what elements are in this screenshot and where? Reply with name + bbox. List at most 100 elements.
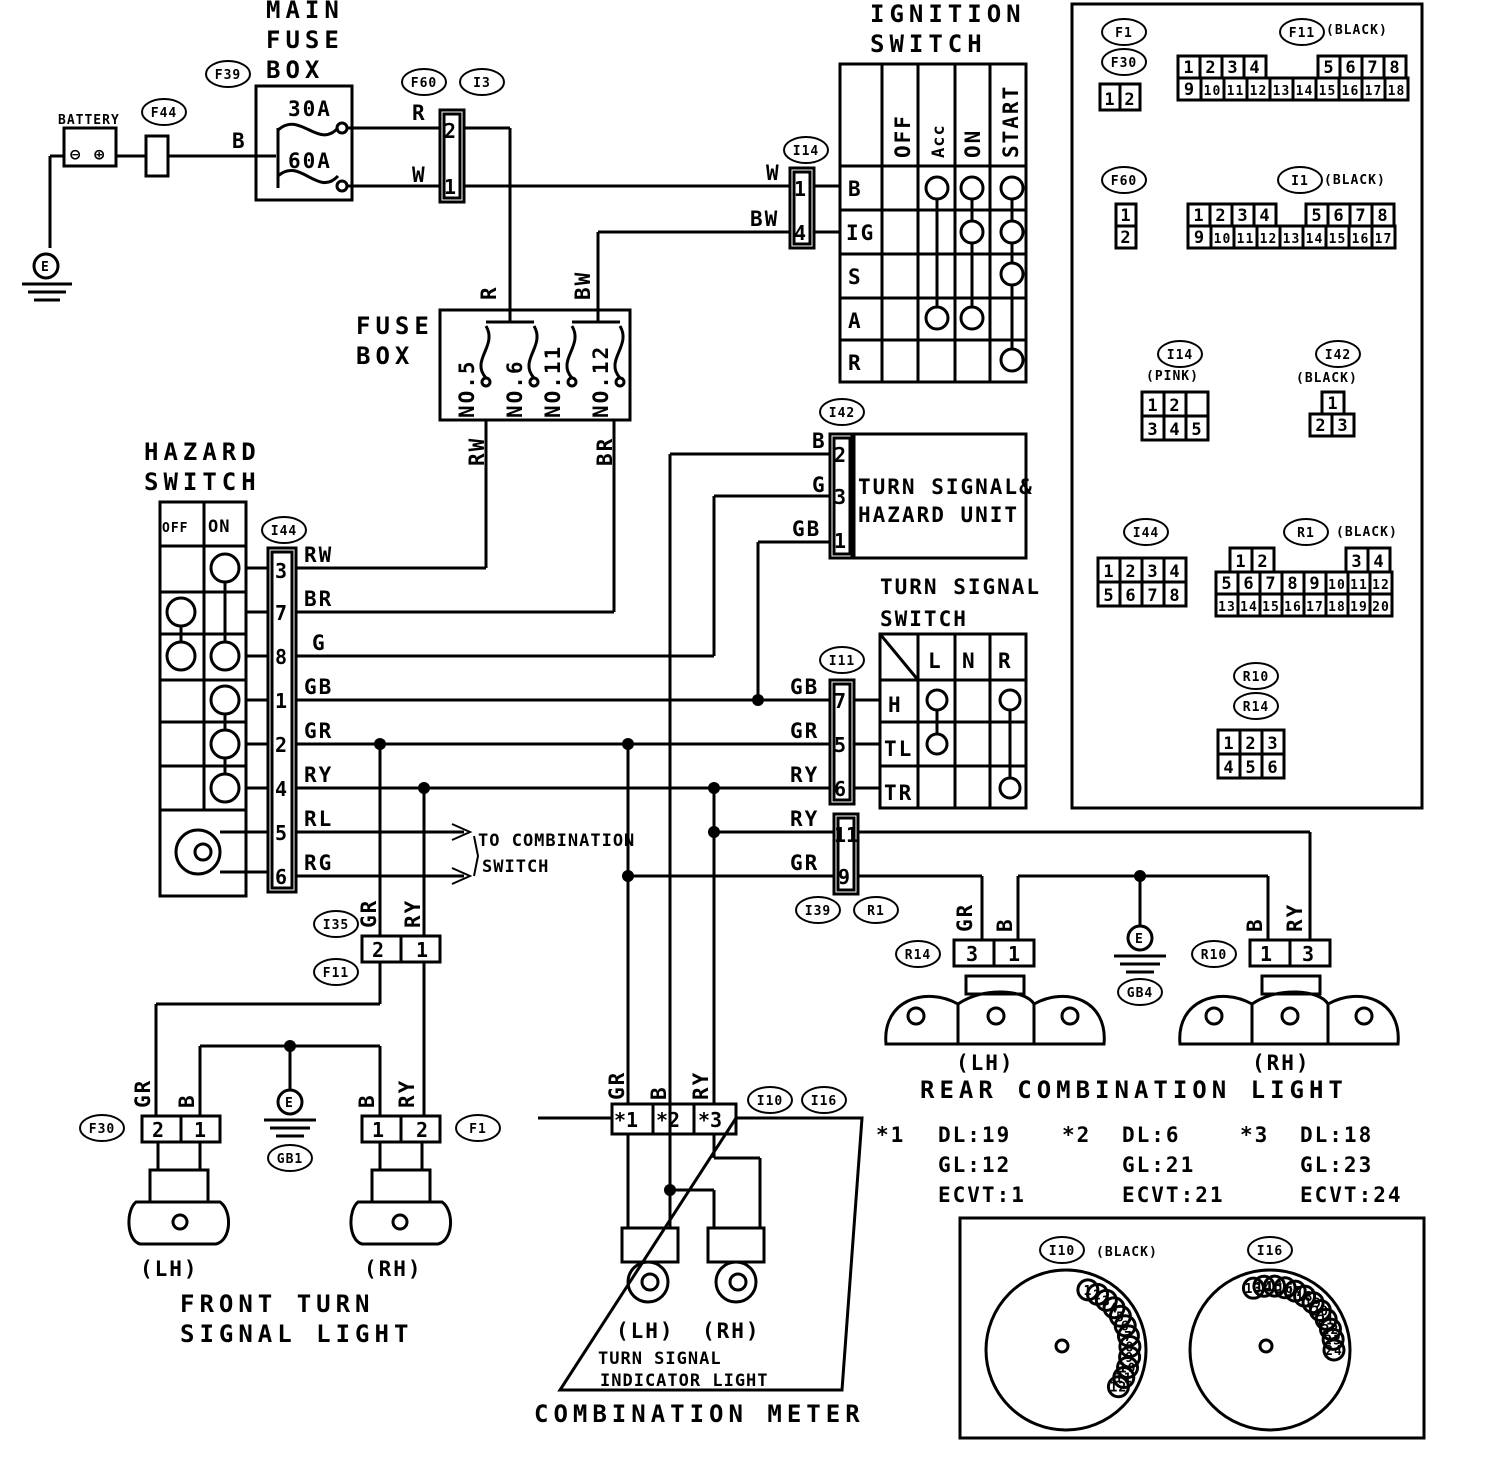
svg-text:R10: R10 <box>1243 670 1269 685</box>
svg-text:ON: ON <box>961 129 985 158</box>
svg-text:F30: F30 <box>1111 56 1137 71</box>
svg-text:(LH): (LH) <box>616 1319 675 1343</box>
svg-text:R10: R10 <box>1201 948 1227 963</box>
legend-i42-top: 1 <box>1320 390 1346 416</box>
connector-i44: 3 7 8 1 2 4 5 6 <box>266 546 298 894</box>
svg-text:IGNITION: IGNITION <box>870 0 1026 28</box>
svg-text:16: 16 <box>1352 232 1370 247</box>
svg-text:13: 13 <box>1283 232 1301 247</box>
svg-text:SWITCH: SWITCH <box>880 607 968 631</box>
svg-text:TL: TL <box>884 737 913 761</box>
svg-text:R1: R1 <box>867 904 885 919</box>
connector-tag-f11: F11 <box>1279 18 1325 46</box>
svg-text:4: 4 <box>1259 206 1270 226</box>
svg-text:3: 3 <box>275 559 287 583</box>
svg-text:6: 6 <box>1333 206 1344 226</box>
pin-24: 24 <box>1322 1338 1346 1362</box>
svg-text:2: 2 <box>1124 90 1135 110</box>
connector-tag-f1: F1 <box>1101 18 1147 46</box>
svg-text:G: G <box>812 473 827 497</box>
svg-text:DL:18: DL:18 <box>1300 1123 1373 1147</box>
svg-text:1: 1 <box>1120 206 1131 226</box>
svg-text:NO.12: NO.12 <box>589 345 613 418</box>
svg-text:16: 16 <box>1342 84 1360 99</box>
svg-text:5: 5 <box>1245 758 1256 778</box>
svg-text:13: 13 <box>1218 600 1236 615</box>
front-turn-signal-title: FRONT TURN <box>180 1290 375 1318</box>
pin-12: 12 <box>1106 1375 1130 1399</box>
svg-text:17: 17 <box>1306 600 1324 615</box>
svg-text:I14: I14 <box>1167 348 1193 363</box>
rear-lamp-rh <box>1178 990 1400 1046</box>
svg-text:F1: F1 <box>1115 26 1133 41</box>
svg-text:10: 10 <box>1214 232 1232 247</box>
svg-text:11: 11 <box>834 823 858 847</box>
svg-text:1: 1 <box>444 175 456 199</box>
svg-text:2: 2 <box>1257 552 1268 572</box>
svg-text:(RH): (RH) <box>702 1319 761 1343</box>
fusible-link-f44 <box>116 134 276 178</box>
svg-text:5: 5 <box>834 733 846 757</box>
connector-f60: 2 1 <box>438 108 466 204</box>
svg-text:12: 12 <box>1250 84 1268 99</box>
battery: BATTERY ⊖ ⊕ <box>48 113 119 248</box>
to-combination-switch: TO COMBINATION <box>478 831 635 851</box>
svg-text:20: 20 <box>1372 600 1390 615</box>
svg-text:1: 1 <box>416 938 428 962</box>
svg-text:F39: F39 <box>215 68 241 83</box>
svg-text:2: 2 <box>275 733 287 757</box>
svg-text:8: 8 <box>1287 574 1298 594</box>
svg-text:3: 3 <box>1237 206 1248 226</box>
connector-i35: 2 1 <box>360 934 442 964</box>
svg-text:GB: GB <box>304 675 333 699</box>
ignition-switch: B IG S A R OFF Acc ON START <box>838 62 1028 384</box>
svg-text:BOX: BOX <box>266 56 324 84</box>
svg-text:NO.5: NO.5 <box>455 359 479 418</box>
svg-text:1: 1 <box>834 529 846 553</box>
svg-text:3: 3 <box>834 485 846 509</box>
svg-text:N: N <box>962 649 977 673</box>
svg-text:SWITCH: SWITCH <box>482 857 549 877</box>
connector-tag-i39: I39 <box>795 896 841 924</box>
svg-text:9: 9 <box>1184 80 1195 100</box>
svg-text:HAZARD: HAZARD <box>144 438 261 466</box>
connector-tag-gb4: GB4 <box>1117 978 1163 1006</box>
svg-text:GL:23: GL:23 <box>1300 1153 1373 1177</box>
svg-text:⊖: ⊖ <box>70 145 81 165</box>
svg-text:2: 2 <box>1205 58 1216 78</box>
svg-text:RY: RY <box>395 1079 419 1108</box>
connector-tag-f30: F30 <box>79 1114 125 1142</box>
svg-text:GR: GR <box>790 719 819 743</box>
connector-tag-r14: R14 <box>895 940 941 968</box>
svg-text:24: 24 <box>1325 1344 1343 1359</box>
svg-text:(RH): (RH) <box>1252 1051 1311 1075</box>
svg-text:11: 11 <box>1237 232 1255 247</box>
svg-text:(PINK): (PINK) <box>1146 369 1199 384</box>
connector-tag-i44: I44 <box>1123 518 1169 546</box>
svg-text:GR: GR <box>790 851 819 875</box>
svg-text:GB: GB <box>792 517 821 541</box>
svg-text:W: W <box>766 161 781 185</box>
svg-text:B: B <box>175 1093 199 1108</box>
svg-text:SWITCH: SWITCH <box>144 468 261 496</box>
svg-text:17: 17 <box>1365 84 1383 99</box>
svg-text:I39: I39 <box>805 904 831 919</box>
front-lamp-lh <box>127 1142 230 1246</box>
svg-text:11: 11 <box>1350 578 1368 593</box>
svg-text:TR: TR <box>884 781 913 805</box>
svg-text:(BLACK): (BLACK) <box>1324 173 1386 188</box>
svg-text:2: 2 <box>1245 734 1256 754</box>
connector-tag-i16: I16 <box>1247 1236 1293 1264</box>
svg-text:(BLACK): (BLACK) <box>1096 1245 1158 1260</box>
svg-text:7: 7 <box>1265 574 1276 594</box>
